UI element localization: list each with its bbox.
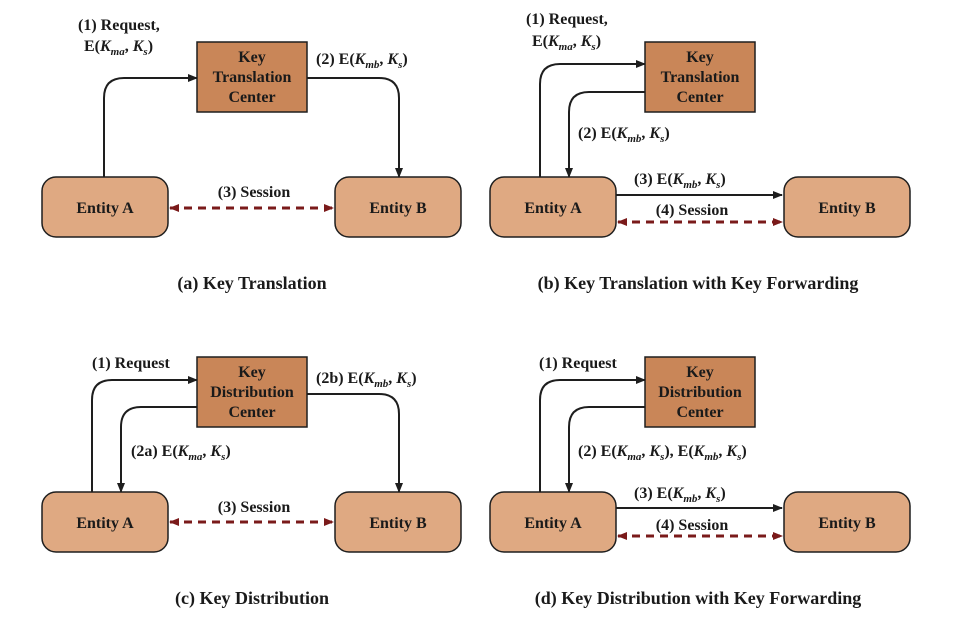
arrow-request-b [539, 60, 646, 177]
panel-a: Key Translation Center Entity A Entity B… [41, 17, 462, 294]
center-label-d-2: Distribution [658, 384, 742, 401]
entity-a-box-a [41, 176, 169, 238]
step1-label-b: (1) Request, [526, 11, 608, 28]
step1-label-c: (1) Request [92, 355, 170, 372]
entity-b-box-d [783, 491, 911, 553]
entity-a-box-d [489, 491, 617, 553]
center-label-a-3: Center [228, 89, 275, 106]
center-label-d-3: Center [676, 404, 723, 421]
caption-b: (b) Key Translation with Key Forwarding [538, 273, 859, 294]
arrow-request-a [103, 74, 198, 177]
key-center-box-c [196, 356, 308, 428]
session-label-d: (4) Session [656, 517, 729, 534]
caption-d: (d) Key Distribution with Key Forwarding [535, 588, 862, 609]
step2-label-d: (2) E(Kma, Ks), E(Kmb, Ks) [578, 443, 747, 463]
arrow-request-d [539, 376, 646, 492]
session-label-b: (4) Session [656, 202, 729, 219]
entity-b-label-c: Entity B [369, 515, 427, 532]
center-label-c-3: Center [228, 404, 275, 421]
key-center-box-d [644, 356, 756, 428]
arrow-key-to-b-a [307, 77, 403, 178]
key-center-box-b [644, 41, 756, 113]
center-label-b-2: Translation [661, 69, 740, 86]
entity-b-label-a: Entity B [369, 200, 427, 217]
arrow-key-to-a-d [565, 406, 645, 493]
arrow-key-to-a-c [117, 406, 197, 493]
step1-msg-a: E(Kma, Ks) [84, 38, 153, 58]
entity-a-box-c [41, 491, 169, 553]
center-label-c-1: Key [238, 364, 266, 381]
center-label-d-1: Key [686, 364, 714, 381]
entity-a-label-a: Entity A [76, 200, 134, 217]
entity-b-box-b [783, 176, 911, 238]
arrow-key-to-a-b [565, 91, 645, 178]
session-label-c: (3) Session [218, 499, 291, 516]
caption-a: (a) Key Translation [177, 273, 326, 294]
entity-a-label-d: Entity A [524, 515, 582, 532]
session-label-a: (3) Session [218, 184, 291, 201]
step1-label-a: (1) Request, [78, 17, 160, 34]
step3-label-d: (3) E(Kmb, Ks) [634, 485, 726, 505]
arrow-key-to-b-c [307, 393, 403, 493]
entity-a-box-b [489, 176, 617, 238]
entity-b-box-a [334, 176, 462, 238]
caption-c: (c) Key Distribution [175, 588, 329, 609]
key-center-box-a [196, 41, 308, 113]
entity-b-label-b: Entity B [818, 200, 876, 217]
panel-d: Key Distribution Center Entity A Entity … [489, 355, 911, 609]
arrow-request-c [91, 376, 198, 492]
center-label-a-2: Translation [213, 69, 292, 86]
step2a-label-c: (2a) E(Kma, Ks) [131, 443, 231, 463]
entity-a-label-b: Entity A [524, 200, 582, 217]
panel-c: Key Distribution Center Entity A Entity … [41, 355, 462, 609]
step2b-label-c: (2b) E(Kmb, Ks) [316, 370, 417, 390]
step3-label-b: (3) E(Kmb, Ks) [634, 171, 726, 191]
center-label-b-1: Key [686, 49, 714, 66]
center-label-b-3: Center [676, 89, 723, 106]
step2-label-a: (2) E(Kmb, Ks) [316, 51, 408, 71]
step1-msg-b: E(Kma, Ks) [532, 33, 601, 53]
center-label-a-1: Key [238, 49, 266, 66]
step2-label-b: (2) E(Kmb, Ks) [578, 125, 670, 145]
entity-a-label-c: Entity A [76, 515, 134, 532]
center-label-c-2: Distribution [210, 384, 294, 401]
entity-b-label-d: Entity B [818, 515, 876, 532]
step1-label-d: (1) Request [539, 355, 617, 372]
panel-b: Key Translation Center Entity A Entity B… [489, 11, 911, 294]
entity-b-box-c [334, 491, 462, 553]
